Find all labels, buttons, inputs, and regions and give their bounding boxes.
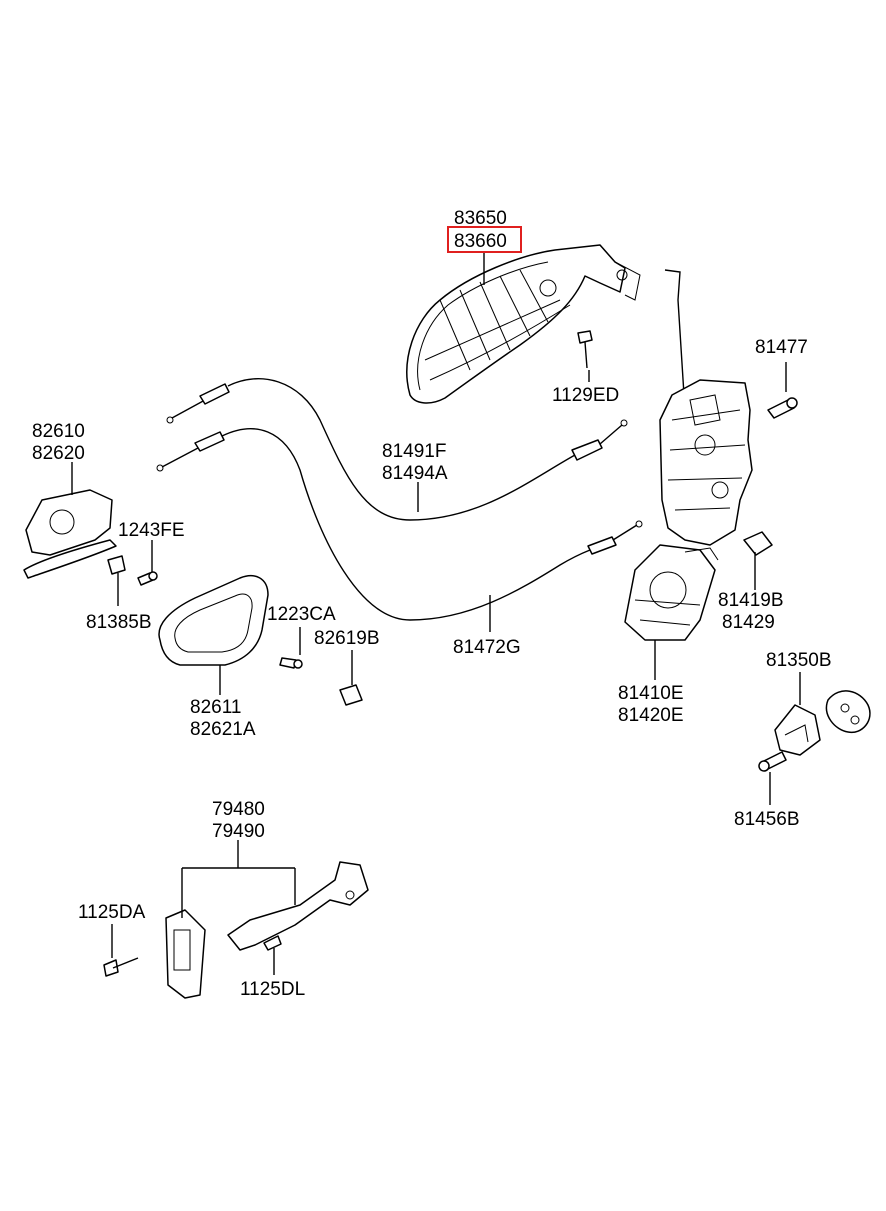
label-81472g[interactable]: 81472G: [453, 637, 521, 658]
screw-81477[interactable]: [767, 397, 798, 419]
inside-handle-bezel[interactable]: [158, 574, 269, 666]
label-1125da[interactable]: 1125DA: [78, 902, 146, 923]
label-83660[interactable]: 83660: [454, 231, 507, 252]
label-82620[interactable]: 82620: [32, 443, 85, 464]
screw-81456b[interactable]: [758, 751, 787, 772]
label-81420e[interactable]: 81420E: [618, 705, 684, 726]
screw-1243fe[interactable]: [137, 571, 158, 586]
door-lock-actuator[interactable]: [624, 544, 719, 641]
label-1223ca[interactable]: 1223CA: [267, 604, 336, 625]
label-81419b[interactable]: 81419B: [718, 590, 784, 611]
label-82619b[interactable]: 82619B: [314, 628, 380, 649]
pad-81419b[interactable]: [743, 531, 773, 556]
door-latch-body[interactable]: [659, 379, 753, 546]
inside-door-handle-assembly[interactable]: [406, 244, 641, 404]
label-1243fe[interactable]: 1243FE: [118, 520, 185, 541]
label-81456b[interactable]: 81456B: [734, 809, 800, 830]
screw-1223ca[interactable]: [279, 657, 303, 669]
label-82610[interactable]: 82610: [32, 421, 85, 442]
inside-handle-cable-upper[interactable]: [166, 378, 628, 521]
label-82611[interactable]: 82611: [190, 697, 241, 718]
label-81385b[interactable]: 81385B: [86, 612, 152, 633]
clip-81385b[interactable]: [107, 555, 126, 575]
bolt-1125dl[interactable]: [263, 935, 282, 951]
label-1129ed[interactable]: 1129ED: [552, 385, 619, 406]
door-checker-bracket[interactable]: [165, 909, 206, 999]
highlight-box-83660: [447, 226, 522, 253]
door-checker-arm[interactable]: [227, 861, 369, 951]
label-81429[interactable]: 81429: [722, 612, 775, 633]
cap-82619b[interactable]: [339, 684, 363, 706]
screw-1129ed[interactable]: [577, 330, 593, 369]
label-81350b[interactable]: 81350B: [766, 650, 832, 671]
outside-door-handle[interactable]: [23, 489, 117, 579]
label-83650[interactable]: 83650: [454, 208, 507, 229]
bolt-1125da[interactable]: [103, 957, 139, 977]
label-81491f[interactable]: 81491F: [382, 441, 446, 462]
label-81410e[interactable]: 81410E: [618, 683, 684, 704]
part-labels: 83650 83660 1129ED 81477 82610 82620 814…: [32, 208, 832, 1000]
label-1125dl[interactable]: 1125DL: [240, 979, 305, 1000]
inside-handle-cable-lower[interactable]: [156, 428, 643, 621]
label-82621a[interactable]: 82621A: [190, 719, 256, 740]
door-striker[interactable]: [774, 690, 871, 756]
label-81477[interactable]: 81477: [755, 337, 808, 358]
latch-rod: [664, 269, 685, 396]
leader-lines: [71, 252, 801, 975]
label-79480[interactable]: 79480: [212, 799, 265, 820]
label-81494a[interactable]: 81494A: [382, 463, 448, 484]
label-79490[interactable]: 79490: [212, 821, 265, 842]
